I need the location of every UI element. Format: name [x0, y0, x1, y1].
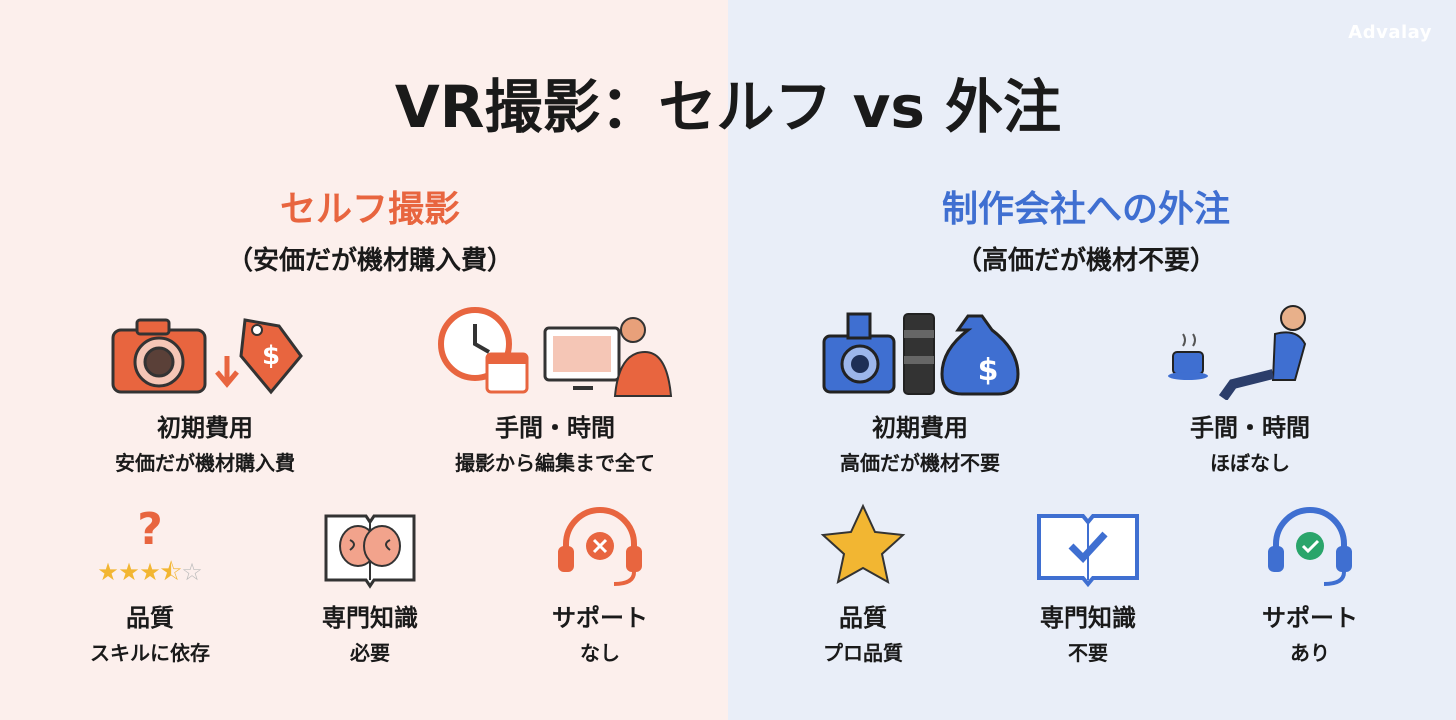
self-initial-cost-value: 安価だが機材購入費	[115, 451, 295, 475]
self-expertise-value: 必要	[350, 641, 390, 665]
outsource-initial-cost-label: 初期費用	[872, 414, 968, 442]
svg-text:★: ★	[139, 558, 161, 586]
self-initial-cost: $ 初期費用 安価だが機材購入費	[80, 300, 330, 476]
svg-text:$: $	[978, 353, 999, 388]
self-effort-time-label: 手間・時間	[495, 414, 615, 442]
outsource-subheading: （高価だが機材不要）	[955, 246, 1216, 276]
self-support-value: なし	[580, 641, 620, 665]
page-title: VR撮影：セルフ vs 外注	[394, 73, 1062, 141]
outsource-expertise-label: 専門知識	[1040, 604, 1136, 632]
outsource-heading: 制作会社への外注	[941, 189, 1230, 230]
self-effort-time: 手間・時間 撮影から編集まで全て	[410, 300, 700, 476]
self-expertise: 専門知識 必要	[290, 500, 450, 666]
rating-stars: ★ ★ ★ ⯪ ☆	[97, 558, 203, 586]
question-stars-icon: ? ★ ★ ★ ⯪ ☆	[97, 504, 203, 586]
outsource-expertise-value: 不要	[1068, 641, 1108, 665]
camera-lens-money-bag-icon: $	[822, 312, 1020, 396]
self-quality-label: 品質	[126, 604, 174, 632]
relaxing-person-coffee-icon	[1168, 305, 1307, 400]
outsource-support-label: サポート	[1262, 604, 1358, 632]
outsource-support: サポート あり	[1230, 500, 1390, 666]
headset-x-icon	[558, 507, 642, 586]
self-initial-cost-label: 初期費用	[157, 414, 253, 442]
self-support: サポート なし	[520, 500, 680, 666]
svg-text:★: ★	[118, 558, 140, 586]
svg-text:☆: ☆	[181, 558, 203, 586]
outsource-initial-cost-value: 高価だが機材不要	[840, 451, 1000, 475]
self-subheading: （安価だが機材購入費）	[226, 246, 513, 276]
svg-text:⯪: ⯪	[160, 558, 183, 586]
self-heading: セルフ撮影	[279, 189, 460, 230]
outsource-effort-time-value: ほぼなし	[1210, 451, 1290, 475]
outsource-heading-block: 制作会社への外注 （高価だが機材不要）	[856, 180, 1316, 277]
outsource-quality: 品質 プロ品質	[783, 500, 943, 666]
outsource-quality-label: 品質	[839, 604, 887, 632]
svg-text:$: $	[262, 341, 280, 371]
outsource-effort-time: 手間・時間 ほぼなし	[1150, 300, 1350, 476]
outsource-expertise: 専門知識 不要	[1008, 500, 1168, 666]
book-check-icon	[1037, 514, 1139, 588]
self-quality-value: スキルに依存	[90, 641, 210, 665]
self-expertise-label: 専門知識	[322, 604, 418, 632]
self-support-label: サポート	[552, 604, 648, 632]
outsource-support-value: あり	[1290, 641, 1330, 665]
outsource-initial-cost: $ 初期費用 高価だが機材不要	[810, 300, 1030, 476]
brain-book-icon	[324, 514, 416, 589]
camera-price-tag-icon: $	[111, 318, 303, 395]
svg-text:★: ★	[97, 558, 119, 586]
outsource-quality-value: プロ品質	[823, 641, 903, 665]
self-heading-block: セルフ撮影 （安価だが機材購入費）	[140, 180, 600, 277]
svg-text:?: ?	[137, 504, 163, 555]
brand-logo: Advalay	[1348, 22, 1432, 43]
gold-star-icon	[820, 503, 906, 584]
clock-computer-work-icon	[438, 307, 673, 397]
outsource-effort-time-label: 手間・時間	[1190, 414, 1310, 442]
self-effort-time-value: 撮影から編集まで全て	[455, 451, 655, 475]
headset-check-icon	[1268, 507, 1352, 586]
self-quality: ? ★ ★ ★ ⯪ ☆ 品質 スキルに依存	[60, 500, 240, 666]
